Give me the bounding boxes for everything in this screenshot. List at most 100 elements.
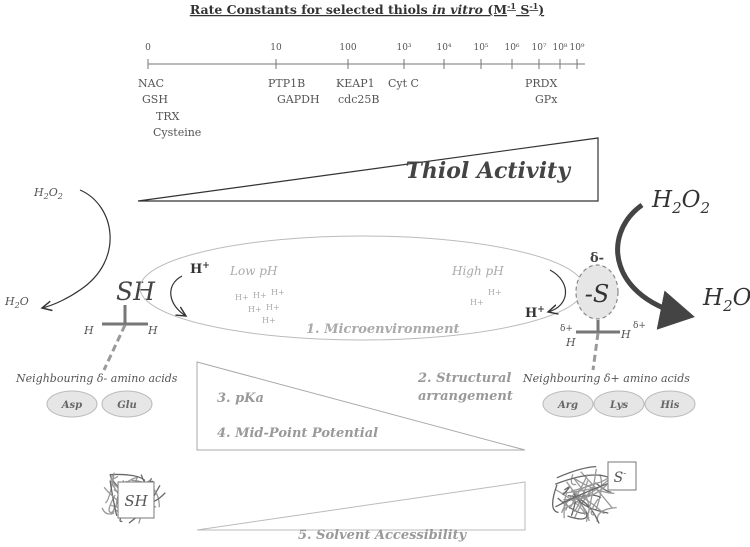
pka-label: 3. pKa bbox=[217, 391, 264, 406]
protein-coil-strand bbox=[590, 498, 599, 516]
right-delta-plus-left: δ+ bbox=[560, 324, 573, 334]
right-proton: H+ bbox=[525, 305, 545, 321]
protein-coil-strand bbox=[567, 495, 600, 524]
protein-coil-strand bbox=[555, 488, 586, 516]
protein-coil-strand bbox=[570, 474, 577, 486]
residue-arg-label: Arg bbox=[557, 400, 578, 411]
thiol-label-gsh: GSH bbox=[142, 93, 168, 106]
protein-buried: SH bbox=[101, 472, 166, 524]
residue-lys-label: Lys bbox=[609, 400, 628, 411]
protein-coil-strand bbox=[101, 507, 115, 515]
solvent-triangle bbox=[196, 481, 526, 531]
scale-tick-label: 0 bbox=[145, 43, 151, 53]
thiol-label-keap1: KEAP1 bbox=[336, 77, 375, 90]
proton-mark: H+ bbox=[235, 293, 249, 302]
protein-coil-strand bbox=[567, 511, 588, 520]
protein-coil-strand bbox=[572, 491, 609, 514]
microenvironment: Low pH High pH H+ H+ H+ H+ H+ H+ H+ H+ 1… bbox=[139, 235, 585, 341]
protein-coil-strand bbox=[594, 482, 612, 493]
scale-tick-label: 10 bbox=[270, 43, 282, 53]
left-h-left: H bbox=[83, 324, 94, 337]
midpoint-label: 4. Mid-Point Potential bbox=[217, 426, 378, 441]
high-ph-label: High pH bbox=[451, 264, 504, 278]
protein-coil-strand bbox=[562, 486, 570, 496]
thiol-activity-label: Thiol Activity bbox=[406, 158, 573, 184]
page-title: Rate Constants for selected thiols in vi… bbox=[190, 1, 544, 17]
scale-tick-label: 10⁵ bbox=[473, 43, 488, 53]
thiol-label-nac: NAC bbox=[138, 77, 164, 90]
thiol-label-cysteine: Cysteine bbox=[153, 126, 201, 139]
right-neighbouring-label: Neighbouring δ+ amino acids bbox=[522, 372, 690, 385]
solvent-accessibility-label: 5. Solvent Accessibility bbox=[298, 528, 468, 543]
thiolate-anion bbox=[575, 264, 619, 320]
proton-cloud: H+ H+ H+ H+ H+ H+ H+ H+ bbox=[235, 288, 502, 325]
left-h2o-label: H2O bbox=[4, 295, 29, 310]
residue-asp bbox=[46, 390, 98, 418]
left-neighbouring-label: Neighbouring δ- amino acids bbox=[15, 372, 178, 385]
scale-tick-label: 10⁸ bbox=[552, 43, 567, 53]
protein-coil-strand bbox=[110, 473, 119, 480]
protein-sh-label: SH bbox=[124, 492, 148, 510]
thiolate-label: -S bbox=[585, 280, 610, 308]
proton-mark: H+ bbox=[266, 303, 280, 312]
protein-coil-strand bbox=[556, 465, 597, 479]
left-panel: H2O2 H2O SH H+ H H Neighbouring δ- amino… bbox=[4, 186, 210, 418]
scale-tick-label: 10³ bbox=[396, 43, 411, 53]
left-reaction-arrow bbox=[42, 189, 111, 308]
delta-minus-label: δ- bbox=[590, 251, 604, 266]
residue-arg bbox=[542, 390, 594, 418]
protein-coil-strand bbox=[570, 501, 577, 517]
proton-mark: H+ bbox=[271, 288, 285, 297]
left-h-right: H bbox=[147, 324, 158, 337]
proton-mark: H+ bbox=[470, 298, 484, 307]
thiol-label-trx: TRX bbox=[156, 110, 180, 123]
protein-coil-strand bbox=[571, 490, 605, 515]
thiol-label-gpx: GPx bbox=[535, 93, 558, 106]
thiol-label-cdc25b: cdc25B bbox=[338, 93, 379, 106]
pka-triangle bbox=[196, 361, 526, 451]
residue-his-label: His bbox=[660, 400, 680, 411]
protein-s-label: S- bbox=[614, 469, 627, 486]
left-h2o2-label: H2O2 bbox=[33, 186, 63, 201]
protein-coil-strand bbox=[554, 474, 609, 485]
structural-label-line2: arrangement bbox=[418, 389, 513, 404]
protein-exposed: S- bbox=[552, 461, 637, 524]
left-dashed-bond bbox=[102, 324, 127, 371]
right-h-left: H bbox=[565, 336, 576, 349]
right-h-right: H bbox=[620, 328, 631, 341]
protein-coil-strand bbox=[574, 485, 595, 519]
thiol-labels: NAC GSH TRX Cysteine PTP1B GAPDH KEAP1 c… bbox=[138, 77, 558, 139]
right-proton-arrow bbox=[548, 269, 567, 312]
protein-coil-strand bbox=[569, 484, 608, 501]
right-delta-plus-right: δ+ bbox=[633, 321, 646, 331]
protein-coil-strand bbox=[570, 477, 608, 492]
protein-coil-right bbox=[552, 465, 617, 524]
proton-mark: H+ bbox=[248, 305, 262, 314]
residue-his bbox=[644, 390, 696, 418]
thiol-label-ptp1b: PTP1B bbox=[268, 77, 305, 90]
left-proton-arrow bbox=[170, 275, 186, 316]
proton-mark: H+ bbox=[253, 291, 267, 300]
protein-coil-strand bbox=[104, 472, 115, 504]
thiol-activity-wedge: Thiol Activity bbox=[137, 137, 599, 202]
residue-asp-label: Asp bbox=[61, 400, 82, 411]
right-panel: H2O2 H2O δ- -S H+ δ+ δ+ H H Neighbouring… bbox=[522, 187, 750, 418]
proton-mark: H+ bbox=[262, 316, 276, 325]
protein-coil-strand bbox=[555, 494, 602, 508]
structural-label-line1: 2. Structural bbox=[417, 371, 511, 386]
proton-mark: H+ bbox=[488, 288, 502, 297]
protein-sh-box bbox=[117, 481, 155, 519]
right-h2o-label: H2O bbox=[702, 285, 750, 315]
microenvironment-label: 1. Microenvironment bbox=[306, 322, 460, 337]
scale-tick-label: 10⁷ bbox=[531, 43, 546, 53]
left-sh-group: SH bbox=[116, 277, 156, 306]
residue-glu bbox=[101, 390, 153, 418]
right-dashed-bond bbox=[591, 332, 600, 371]
scale-tick-label: 10⁴ bbox=[436, 43, 451, 53]
thiol-label-gapdh: GAPDH bbox=[277, 93, 320, 106]
scale-tick-label: 100 bbox=[339, 43, 356, 53]
activity-triangle bbox=[137, 137, 599, 202]
